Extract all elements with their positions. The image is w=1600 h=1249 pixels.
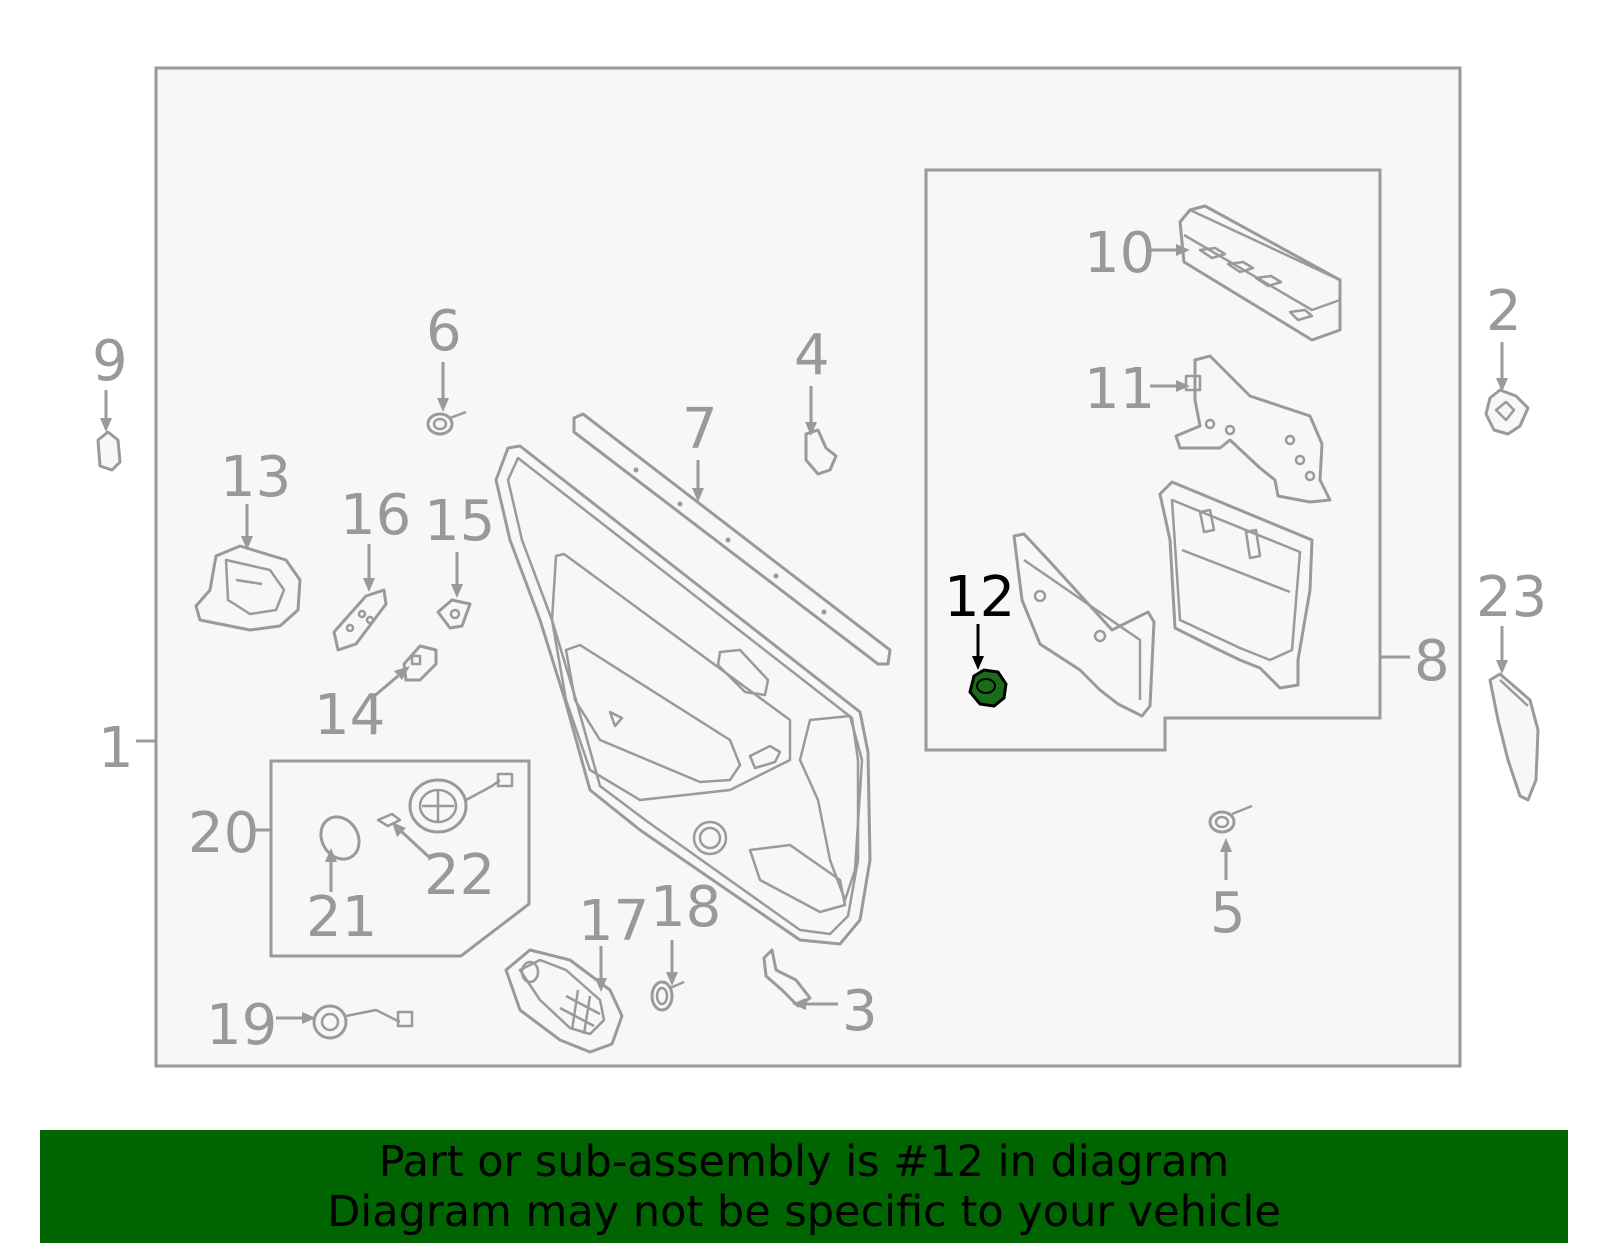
callout-4: 4 [794,323,830,388]
part-7-belt-molding [572,412,892,666]
callout-17: 17 [578,889,649,954]
part-15 [436,598,472,630]
part-10-switch-panel [1178,204,1342,342]
callout-13: 13 [220,445,291,510]
callout-20: 20 [188,801,259,866]
callout-18: 18 [650,875,721,940]
banner-line-disclaimer: Diagram may not be specific to your vehi… [327,1186,1281,1237]
callout-6: 6 [426,299,462,364]
callout-22: 22 [424,843,495,908]
callout-1: 1 [98,716,134,781]
callout-14: 14 [314,683,385,748]
callout-21: 21 [306,885,377,950]
part-22-speaker [376,772,514,834]
banner-line-part: Part or sub-assembly is #12 in diagram [378,1136,1230,1187]
part-18-clip [650,980,685,1012]
part-8-bezel [1012,532,1156,718]
part-5-clip [1208,804,1253,834]
callout-3: 3 [842,979,878,1044]
callout-10: 10 [1084,221,1155,286]
door-trim-panel [494,444,872,946]
callout-23: 23 [1476,565,1547,630]
part-6-clip [426,410,467,436]
callout-15: 15 [424,489,495,554]
callout-labels: 1 2 3 4 5 6 7 8 9 10 11 12 13 14 15 16 1… [92,221,1547,1058]
callout-19: 19 [206,993,277,1058]
callout-arrows [100,244,1508,1024]
part-16-switch [332,588,388,652]
callout-7: 7 [682,397,718,462]
part-19 [312,1004,414,1040]
part-8-inner-panel [1158,480,1314,690]
callout-11: 11 [1084,357,1155,422]
callout-16: 16 [340,483,411,548]
part-9 [96,430,122,472]
callout-2: 2 [1486,279,1522,344]
part-17-speaker-grille [504,948,624,1054]
part-info-banner: Part or sub-assembly is #12 in diagram D… [40,1130,1568,1243]
callout-12: 12 [944,565,1015,630]
part-11-bracket [1174,354,1332,504]
part-4 [804,428,838,476]
part-14 [402,644,438,682]
part-21 [319,815,361,861]
part-2 [1484,388,1530,436]
part-12-highlighted [968,668,1008,708]
callout-8: 8 [1414,629,1450,694]
callout-5: 5 [1210,881,1246,946]
callout-9: 9 [92,329,128,394]
part-13-handle-cup [194,544,302,632]
part-3 [762,948,812,1008]
part-23 [1488,672,1540,802]
